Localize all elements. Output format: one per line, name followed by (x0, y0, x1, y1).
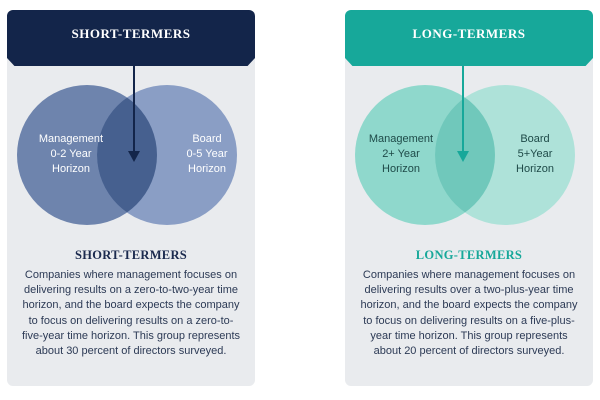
overlap-region (97, 85, 157, 225)
arrow-down-icon (457, 151, 469, 162)
long-termers-panel: LONG-TERMERS Management 2+ Year Horizon … (345, 10, 593, 386)
board-label: Board 0-5 Year Horizon (186, 133, 228, 175)
short-termers-panel: SHORT-TERMERS Management 0-2 Year Horizo… (7, 10, 255, 386)
long-termers-subtitle: LONG-TERMERS (415, 248, 523, 262)
long-termers-venn-diagram (355, 58, 575, 225)
board-label: Board 5+Year Horizon (516, 133, 554, 175)
management-label: Management 0-2 Year Horizon (38, 133, 104, 175)
short-termers-description: Companies where management focuses on de… (21, 269, 241, 358)
long-termers-description: Companies where management focuses on de… (360, 269, 578, 358)
short-termers-banner: SHORT-TERMERS (7, 10, 255, 58)
short-termers-banner-title: SHORT-TERMERS (71, 26, 191, 41)
overlap-region (435, 85, 495, 225)
long-termers-banner: LONG-TERMERS (345, 10, 593, 58)
management-label: Management 2+ Year Horizon (368, 133, 434, 175)
long-termers-banner-title: LONG-TERMERS (412, 26, 526, 41)
short-termers-subtitle: SHORT-TERMERS (74, 248, 188, 262)
short-termers-venn-diagram (17, 58, 237, 225)
arrow-down-icon (128, 151, 140, 162)
